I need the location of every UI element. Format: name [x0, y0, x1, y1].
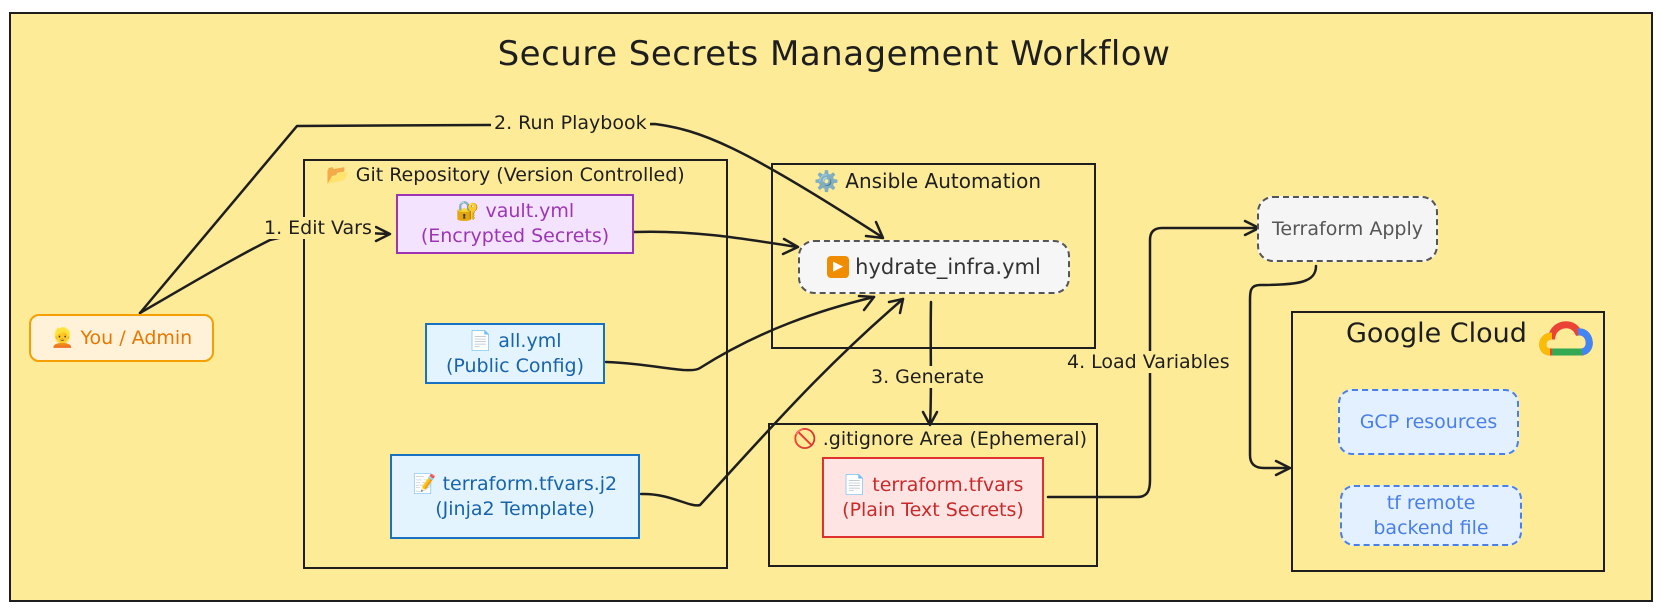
google-cloud-logo-icon	[1539, 321, 1593, 356]
document-icon: 📄	[842, 473, 867, 496]
terraform-tfvars-j2-node-subtitle: (Jinja2 Template)	[435, 497, 595, 520]
vault-yml-node[interactable]: 🔐 vault.yml (Encrypted Secrets)	[396, 194, 634, 254]
edit-vars-arrow	[138, 231, 390, 315]
run-playbook-arrowhead	[864, 220, 885, 240]
folder-icon: 📂	[326, 164, 350, 186]
apply-to-gcp-arrowhead	[1274, 459, 1292, 477]
play-button-icon: ▶	[827, 256, 850, 278]
lock-icon: 🔐	[455, 200, 480, 222]
load-variables-label: 4. Load Variables	[1064, 351, 1233, 373]
tf-remote-backend-line2: backend file	[1373, 516, 1489, 539]
terraform-tfvars-j2-node-title: terraform.tfvars.j2	[442, 472, 618, 495]
vault-yml-node-subtitle: (Encrypted Secrets)	[420, 225, 610, 247]
all-yml-node-title: all.yml	[498, 329, 562, 352]
tf-remote-backend-node[interactable]: tf remote backend file	[1340, 485, 1522, 546]
diagram-title: Secure Secrets Management Workflow	[497, 34, 1171, 74]
gear-icon: ⚙️	[814, 169, 839, 193]
all-to-hydrate-arrowhead	[857, 294, 876, 312]
document-icon: 📄	[468, 329, 493, 352]
ansible-automation-label: ⚙️ Ansible Automation	[814, 169, 1041, 193]
terraform-tfvars-node-subtitle: (Plain Text Secrets)	[842, 498, 1024, 521]
gitignore-area-group	[768, 423, 1098, 567]
all-to-hydrate-arrow	[604, 295, 876, 372]
terraform-apply-node-label: Terraform Apply	[1272, 217, 1423, 240]
all-yml-node[interactable]: 📄 all.yml (Public Config)	[425, 323, 605, 384]
git-repository-label: 📂 Git Repository (Version Controlled)	[326, 163, 685, 186]
generate-label: 3. Generate	[868, 366, 987, 388]
prohibited-icon: 🚫	[793, 428, 817, 450]
generate-arrow	[928, 300, 933, 426]
google-cloud-label: Google Cloud	[1346, 318, 1527, 349]
hydrate-infra-playbook-node[interactable]: ▶ hydrate_infra.yml	[798, 240, 1070, 294]
gitignore-area-label: 🚫 .gitignore Area (Ephemeral)	[793, 427, 1087, 450]
edit-vars-arrowhead	[374, 225, 392, 243]
run-playbook-arrow	[138, 122, 884, 315]
ansible-automation-label-text: Ansible Automation	[845, 169, 1041, 193]
admin-node-label: You / Admin	[80, 326, 193, 349]
edit-vars-label: 1. Edit Vars	[261, 217, 375, 239]
apply-to-gcp-arrow	[1248, 264, 1318, 470]
git-repository-group	[303, 159, 728, 569]
hydrate-infra-node-label: hydrate_infra.yml	[855, 254, 1041, 279]
terraform-tfvars-j2-node[interactable]: 📝 terraform.tfvars.j2 (Jinja2 Template)	[390, 454, 640, 539]
tf-remote-backend-line1: tf remote	[1386, 491, 1476, 514]
person-icon: 👱	[50, 326, 75, 349]
gitignore-area-label-text: .gitignore Area (Ephemeral)	[822, 428, 1087, 450]
git-repository-label-text: Git Repository (Version Controlled)	[355, 164, 685, 186]
terraform-tfvars-node-title: terraform.tfvars	[872, 473, 1024, 496]
tfj2-to-hydrate-arrow	[639, 297, 905, 507]
all-yml-node-subtitle: (Public Config)	[445, 354, 585, 377]
gcp-resources-node[interactable]: GCP resources	[1338, 389, 1519, 455]
run-playbook-label: 2. Run Playbook	[491, 112, 650, 134]
google-cloud-group	[1291, 311, 1605, 572]
terraform-tfvars-node[interactable]: 📄 terraform.tfvars (Plain Text Secrets)	[822, 457, 1044, 538]
ansible-automation-group	[771, 163, 1096, 349]
tfj2-to-hydrate-arrowhead	[887, 297, 905, 315]
vault-to-hydrate-arrowhead	[781, 237, 800, 256]
memo-icon: 📝	[412, 472, 437, 495]
generate-arrowhead	[921, 410, 939, 427]
gcp-resources-node-label: GCP resources	[1359, 410, 1498, 433]
terraform-apply-node[interactable]: Terraform Apply	[1257, 196, 1438, 262]
vault-to-hydrate-arrow	[632, 230, 799, 249]
admin-node[interactable]: 👱 You / Admin	[29, 314, 214, 362]
vault-yml-node-title: vault.yml	[485, 200, 575, 222]
